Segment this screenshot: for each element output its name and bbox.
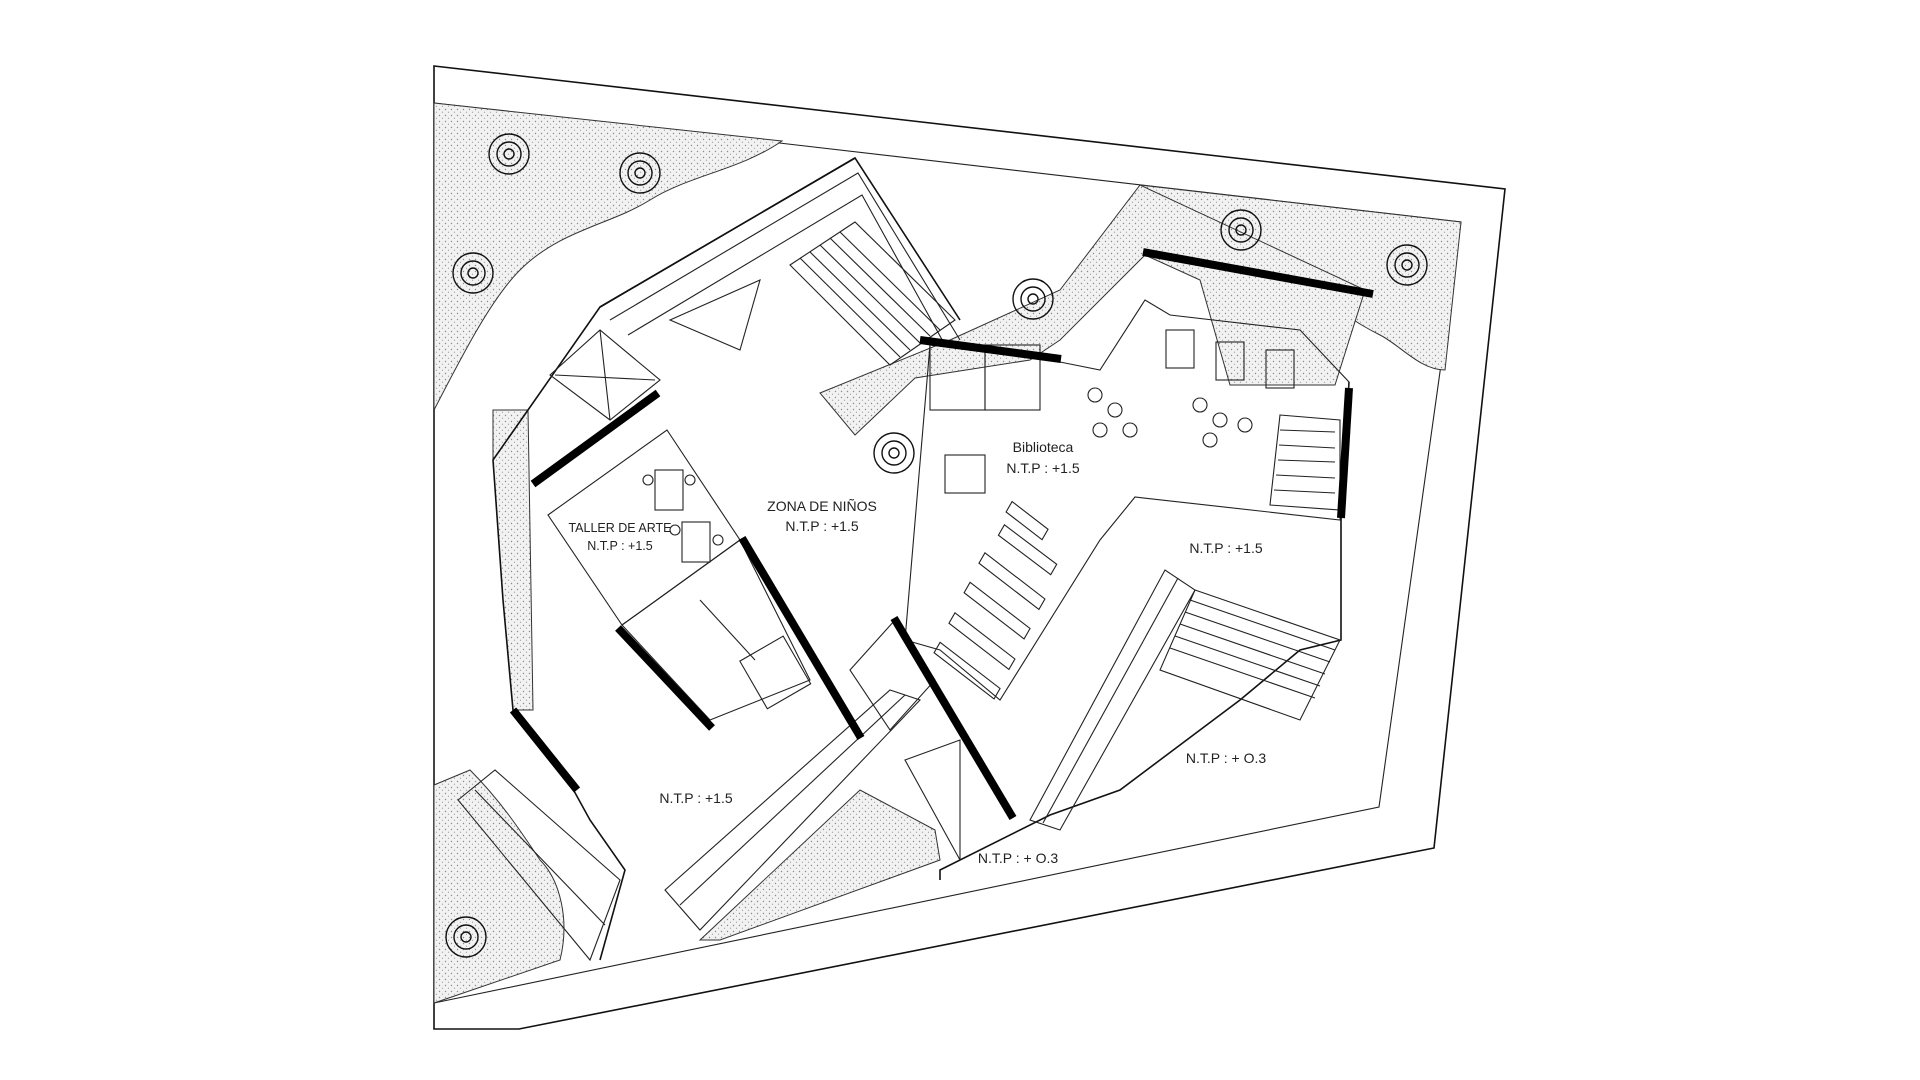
taller-box [739, 635, 812, 710]
right-area-level: N.T.P : +1.5 [1189, 540, 1262, 556]
bottom-center-area-level: N.T.P : + O.3 [978, 850, 1058, 866]
furniture-taller [642, 469, 724, 563]
tree-icon [488, 133, 530, 175]
building-inner-line-2 [627, 194, 946, 346]
ramp-bottom-center [664, 689, 921, 931]
tree-icon [619, 152, 661, 194]
tree-icon [452, 252, 494, 294]
landscape-bottom-left [433, 769, 565, 1004]
bottom-left-area-level: N.T.P : +1.5 [659, 790, 732, 806]
tree-icon [873, 432, 915, 474]
stairs-right [1159, 589, 1341, 721]
wall [890, 615, 1017, 821]
stairs-top [789, 221, 956, 366]
building-outline-top [599, 156, 961, 321]
biblioteca-level: N.T.P : +1.5 [1006, 460, 1079, 476]
tree-icon [1012, 278, 1054, 320]
taller-de-arte-label: TALLER DE ARTE [568, 521, 671, 535]
landscape-left-strip [492, 409, 534, 711]
landscape-bottom-center [698, 789, 941, 941]
tree-icon [1220, 209, 1262, 251]
taller-service [621, 539, 811, 721]
ramp-bottom-left [457, 769, 621, 962]
triangle-element [668, 279, 761, 351]
zona-de-ninos-level: N.T.P : +1.5 [785, 518, 858, 534]
site-inner-boundary [433, 102, 1462, 1004]
wall [919, 336, 1062, 363]
zona-de-ninos-label: ZONA DE NIÑOS [767, 498, 877, 514]
wall [738, 535, 865, 741]
ramp-center-diagonal [1029, 569, 1196, 831]
taller-de-arte-level: N.T.P : +1.5 [587, 539, 652, 553]
wall [615, 625, 715, 731]
wc-block-2 [984, 344, 1041, 411]
wall [509, 707, 581, 793]
tree-icon [445, 916, 487, 958]
building-outline-right [939, 381, 1350, 880]
landscape-center-strip [819, 184, 1366, 436]
furniture-biblioteca [944, 329, 1295, 494]
wall [530, 389, 661, 488]
building-inner-line [609, 172, 961, 341]
stair-biblioteca [1269, 414, 1341, 511]
wall [1142, 248, 1374, 298]
tree-icon [1386, 244, 1428, 286]
ramp-top-left [549, 329, 661, 421]
triangle-bottom [904, 739, 961, 861]
bottom-right-area-level: N.T.P : + O.3 [1186, 750, 1266, 766]
building-outline-left [492, 157, 856, 961]
bleacher-stairs [933, 500, 1058, 700]
landscape-top-left [433, 102, 784, 411]
biblioteca-label: Biblioteca [1013, 439, 1074, 455]
wall [1337, 387, 1353, 519]
